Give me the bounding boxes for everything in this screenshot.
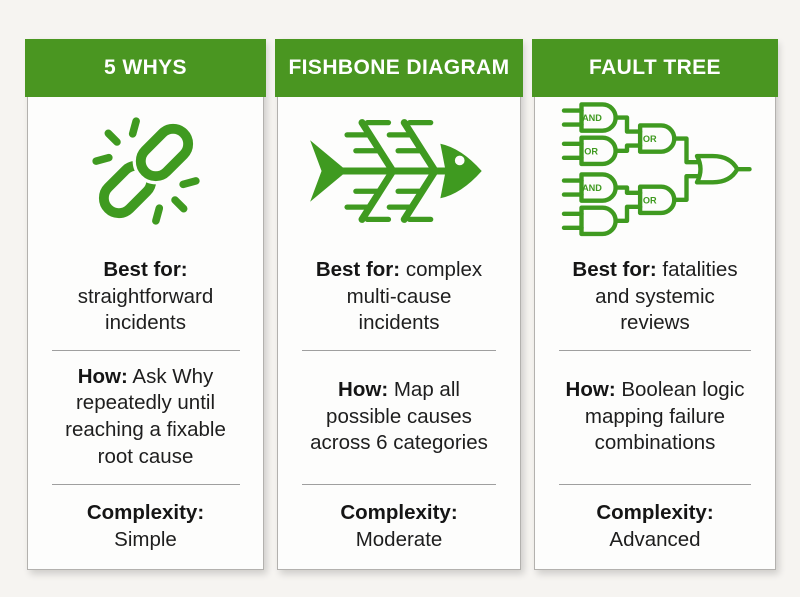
card-5-whys: 5 WHYS bbox=[25, 38, 266, 570]
how-label: How: bbox=[77, 364, 128, 388]
gate-label-and-2: AND bbox=[582, 183, 602, 193]
card-fault-tree-header: FAULT TREE bbox=[532, 38, 778, 97]
best-for-text: straightforward incidents bbox=[77, 284, 214, 335]
how-label: How: bbox=[565, 378, 616, 402]
how-text: Map all possible causes across 6 categor… bbox=[310, 378, 488, 455]
card-fishbone-header: FISHBONE DIAGRAM bbox=[275, 38, 523, 97]
card-fishbone: FISHBONE DIAGRAM bbox=[275, 38, 523, 570]
divider bbox=[302, 483, 496, 485]
card-5-whys-best-for: Best for: straightforward incidents bbox=[28, 245, 263, 350]
best-for-label: Best for: bbox=[572, 258, 657, 282]
how-label: How: bbox=[338, 378, 389, 402]
complexity-label: Complexity: bbox=[596, 501, 714, 525]
card-5-whys-header: 5 WHYS bbox=[25, 38, 266, 97]
card-5-whys-how: How: Ask Why repeatedly until reaching a… bbox=[28, 351, 263, 484]
how-text: Boolean logic mapping failure combinatio… bbox=[584, 378, 745, 455]
gate-label-or-mid-1: OR bbox=[643, 134, 657, 144]
how-text: Ask Why repeatedly until reaching a fixa… bbox=[65, 364, 226, 468]
fishbone-icon bbox=[310, 118, 482, 223]
card-fault-tree-best-for: Best for: fatalities and systemic review… bbox=[535, 245, 775, 350]
divider bbox=[51, 349, 240, 351]
card-fault-tree: FAULT TREE bbox=[532, 38, 778, 570]
complexity-value: Simple bbox=[114, 527, 177, 551]
card-5-whys-title: 5 WHYS bbox=[104, 55, 187, 79]
best-for-text: complex multi-cause incidents bbox=[346, 258, 483, 335]
card-fishbone-how: How: Map all possible causes across 6 ca… bbox=[278, 351, 520, 484]
card-fault-tree-title: FAULT TREE bbox=[589, 55, 721, 79]
card-fishbone-best-for: Best for: complex multi-cause incidents bbox=[278, 245, 520, 350]
best-for-label: Best for: bbox=[315, 258, 401, 282]
complexity-value: Advanced bbox=[609, 527, 701, 551]
complexity-label: Complexity: bbox=[340, 501, 458, 525]
complexity-value: Moderate bbox=[355, 527, 443, 551]
gate-label-and-1: AND bbox=[582, 113, 602, 123]
card-5-whys-complexity: Complexity: Simple bbox=[28, 485, 263, 570]
card-fault-tree-icon-row: AND OR AND OR OR bbox=[535, 97, 775, 245]
gate-label-or-1: OR bbox=[584, 146, 598, 156]
card-fishbone-icon-row bbox=[278, 97, 520, 245]
gate-label-or-mid-2: OR bbox=[643, 195, 657, 205]
best-for-label: Best for: bbox=[103, 258, 188, 282]
card-5-whys-icon-row bbox=[28, 97, 263, 245]
divider bbox=[559, 483, 751, 485]
divider bbox=[559, 349, 751, 351]
broken-chain-icon bbox=[91, 116, 200, 225]
card-fault-tree-how: How: Boolean logic mapping failure combi… bbox=[535, 351, 775, 484]
card-fishbone-title: FISHBONE DIAGRAM bbox=[288, 55, 510, 79]
complexity-label: Complexity: bbox=[86, 501, 205, 525]
fault-tree-gates-icon: AND OR AND OR OR bbox=[561, 102, 752, 237]
divider bbox=[302, 349, 496, 351]
card-fishbone-complexity: Complexity: Moderate bbox=[278, 485, 520, 570]
best-for-text: fatalities and systemic reviews bbox=[595, 258, 738, 335]
card-fault-tree-complexity: Complexity: Advanced bbox=[535, 485, 775, 570]
divider bbox=[51, 483, 240, 485]
